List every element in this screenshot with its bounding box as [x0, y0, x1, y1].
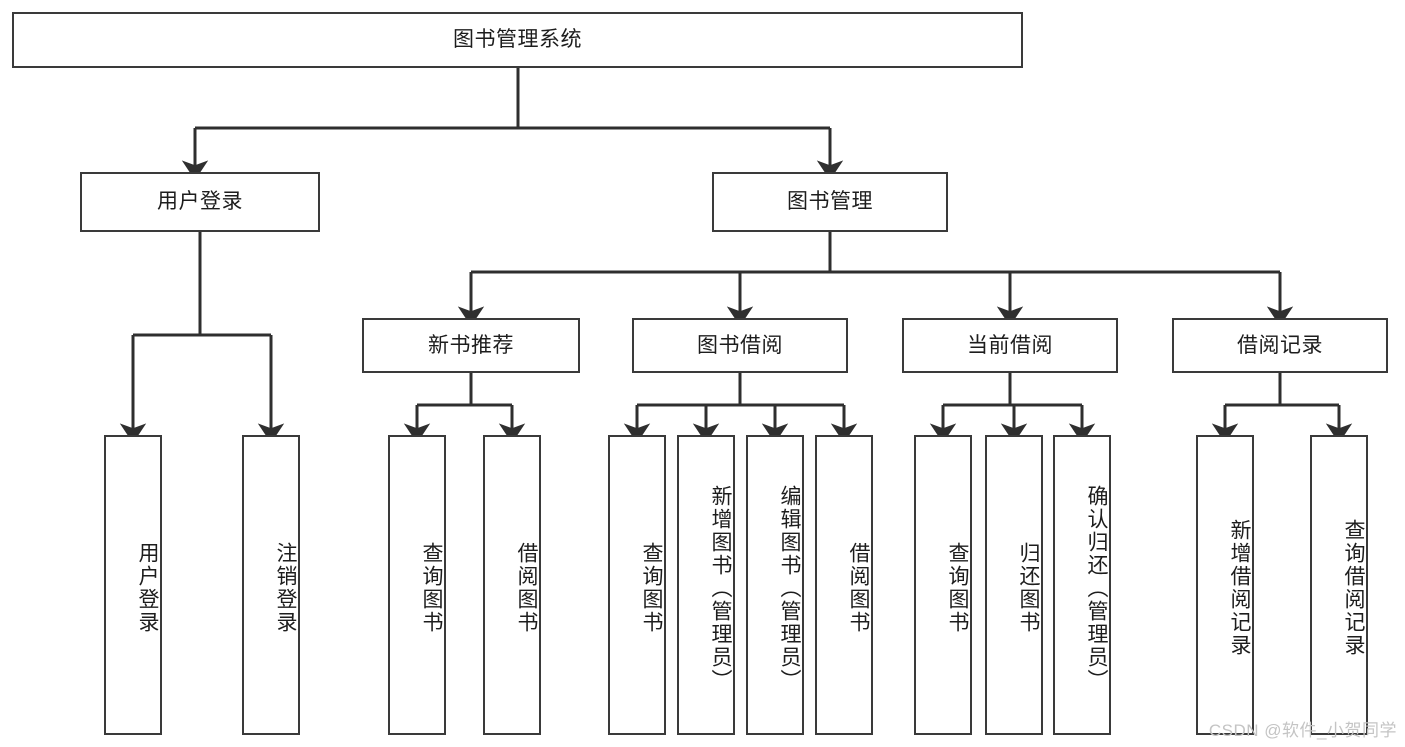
node-book-manage-label: 图书管理 [787, 190, 873, 214]
node-leaf-edit-book-label: 编辑图书（管理员） [778, 484, 801, 692]
node-current-borrow-label: 当前借阅 [967, 333, 1053, 357]
node-leaf-query-book-3[interactable]: 查询图书 [914, 435, 972, 735]
node-user-login-label: 用户登录 [157, 190, 243, 214]
node-leaf-borrow-book-1-label: 借阅图书 [515, 542, 538, 634]
node-new-book-rec[interactable]: 新书推荐 [362, 318, 580, 373]
node-root[interactable]: 图书管理系统 [12, 12, 1023, 68]
csdn-watermark: CSDN @软件_小贺同学 [1208, 721, 1397, 740]
node-leaf-add-record-label: 新增借阅记录 [1228, 519, 1251, 657]
node-new-book-rec-label: 新书推荐 [428, 333, 514, 357]
node-leaf-borrow-book-1[interactable]: 借阅图书 [483, 435, 541, 735]
node-leaf-user-login[interactable]: 用户登录 [104, 435, 162, 735]
node-leaf-user-login-label: 用户登录 [136, 542, 159, 634]
node-leaf-return-book-label: 归还图书 [1017, 542, 1040, 634]
node-leaf-confirm-return-label: 确认归还（管理员） [1085, 484, 1108, 692]
node-leaf-query-book-1-label: 查询图书 [420, 542, 443, 634]
node-borrow-record-label: 借阅记录 [1237, 333, 1323, 357]
node-leaf-borrow-book-2[interactable]: 借阅图书 [815, 435, 873, 735]
node-leaf-return-book[interactable]: 归还图书 [985, 435, 1043, 735]
node-root-label: 图书管理系统 [453, 28, 582, 52]
node-book-borrow[interactable]: 图书借阅 [632, 318, 848, 373]
node-leaf-add-book[interactable]: 新增图书（管理员） [677, 435, 735, 735]
node-leaf-add-record[interactable]: 新增借阅记录 [1196, 435, 1254, 735]
node-book-manage[interactable]: 图书管理 [712, 172, 948, 232]
node-borrow-record[interactable]: 借阅记录 [1172, 318, 1388, 373]
node-leaf-query-book-2-label: 查询图书 [640, 542, 663, 634]
node-leaf-query-book-3-label: 查询图书 [946, 542, 969, 634]
node-leaf-query-book-2[interactable]: 查询图书 [608, 435, 666, 735]
node-user-login[interactable]: 用户登录 [80, 172, 320, 232]
node-leaf-query-record-label: 查询借阅记录 [1342, 519, 1365, 657]
node-leaf-query-record[interactable]: 查询借阅记录 [1310, 435, 1368, 735]
node-leaf-logout-label: 注销登录 [274, 542, 297, 634]
node-leaf-confirm-return[interactable]: 确认归还（管理员） [1053, 435, 1111, 735]
node-leaf-borrow-book-2-label: 借阅图书 [847, 542, 870, 634]
node-leaf-query-book-1[interactable]: 查询图书 [388, 435, 446, 735]
node-book-borrow-label: 图书借阅 [697, 333, 783, 357]
node-leaf-add-book-label: 新增图书（管理员） [709, 484, 732, 692]
node-current-borrow[interactable]: 当前借阅 [902, 318, 1118, 373]
node-leaf-logout[interactable]: 注销登录 [242, 435, 300, 735]
node-leaf-edit-book[interactable]: 编辑图书（管理员） [746, 435, 804, 735]
